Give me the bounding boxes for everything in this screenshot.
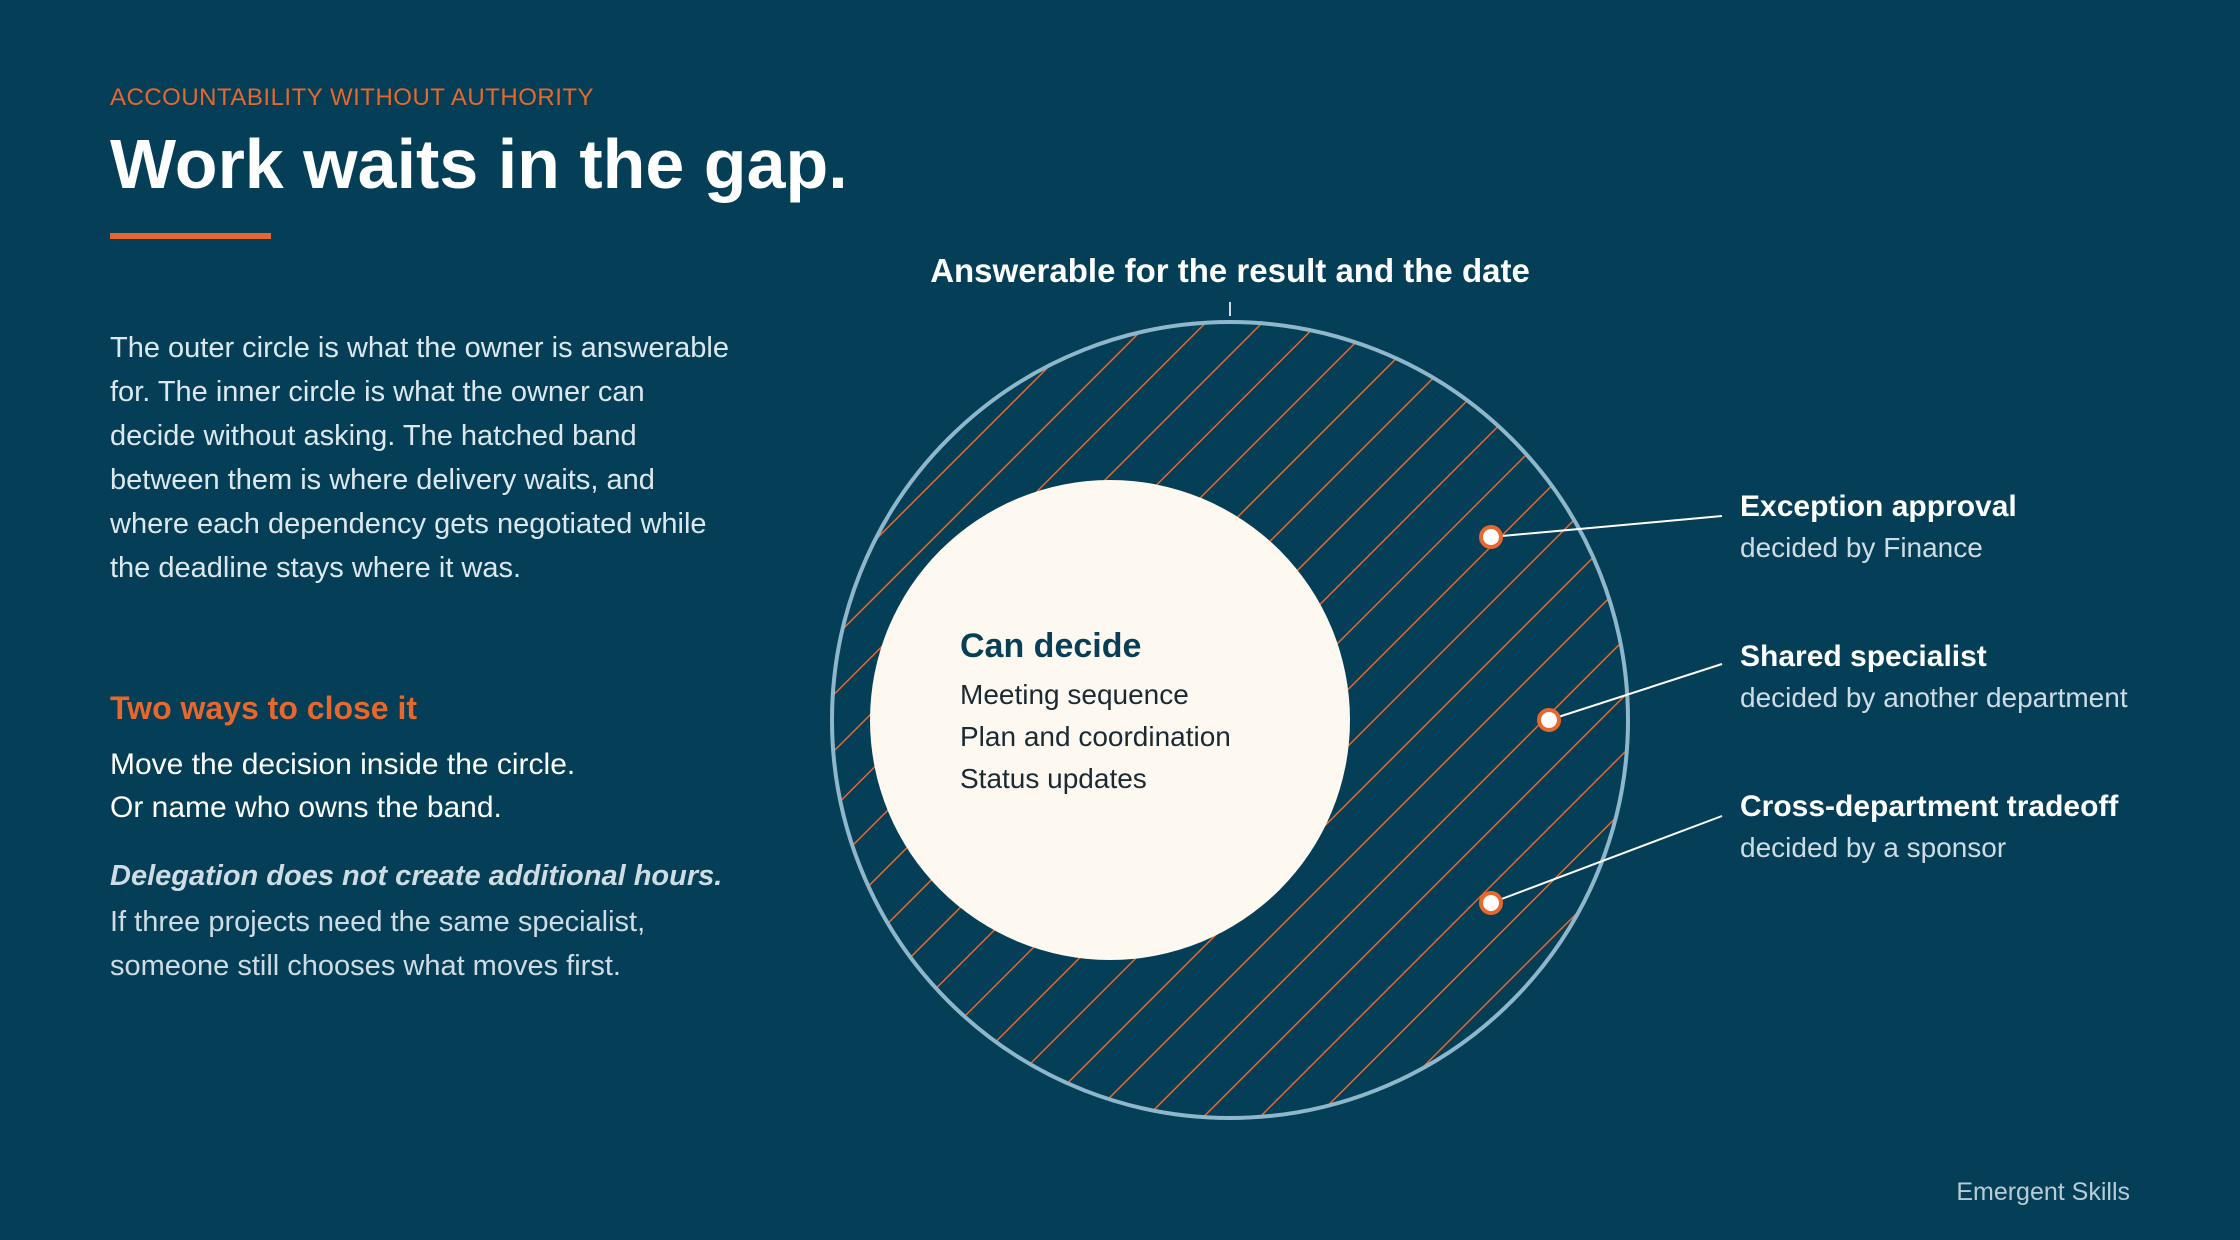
page-title: Work waits in the gap. [110, 125, 848, 203]
close-lines: Move the decision inside the circle. Or … [110, 743, 575, 829]
callout-shared-specialist: Shared specialist decided by another dep… [1740, 640, 2128, 714]
inner-item: Meeting sequence [960, 679, 1189, 710]
close-line-1: Move the decision inside the circle. [110, 748, 576, 781]
note-emphasis: Delegation does not create additional ho… [110, 860, 723, 892]
callout-label: Exception approval [1740, 490, 2017, 523]
close-line-2: Or name who owns the band. [110, 791, 502, 824]
footer-brand: Emergent Skills [1956, 1178, 2130, 1206]
callout-subtext: decided by another department [1740, 682, 2128, 713]
callout-exception-approval: Exception approval decided by Finance [1740, 490, 2017, 564]
close-heading: Two ways to close it [110, 690, 418, 726]
leader-line [1548, 663, 1723, 721]
callout-label: Cross-department tradeoff [1740, 790, 2119, 823]
outer-circle-label: Answerable for the result and the date [930, 252, 1530, 289]
intro-paragraph: The outer circle is what the owner is an… [110, 332, 729, 584]
inner-circle-title: Can decide [960, 627, 1141, 665]
callout-subtext: decided by Finance [1740, 532, 1983, 563]
leader-line [1490, 515, 1723, 538]
inner-item: Status updates [960, 763, 1147, 794]
callout-cross-department-tradeoff: Cross-department tradeoff decided by a s… [1740, 790, 2118, 864]
callout-subtext: decided by a sponsor [1740, 832, 2007, 863]
inner-item: Plan and coordination [960, 721, 1231, 752]
title-underline [110, 233, 271, 239]
note-body: If three projects need the same speciali… [110, 906, 646, 982]
callout-label: Shared specialist [1740, 640, 1987, 673]
eyebrow: ACCOUNTABILITY WITHOUT AUTHORITY [110, 84, 595, 111]
inner-circle [870, 480, 1350, 960]
callout-marker [1479, 525, 1503, 549]
callout-marker [1479, 891, 1503, 915]
callout-marker [1537, 708, 1561, 732]
leader-line [1490, 815, 1723, 904]
